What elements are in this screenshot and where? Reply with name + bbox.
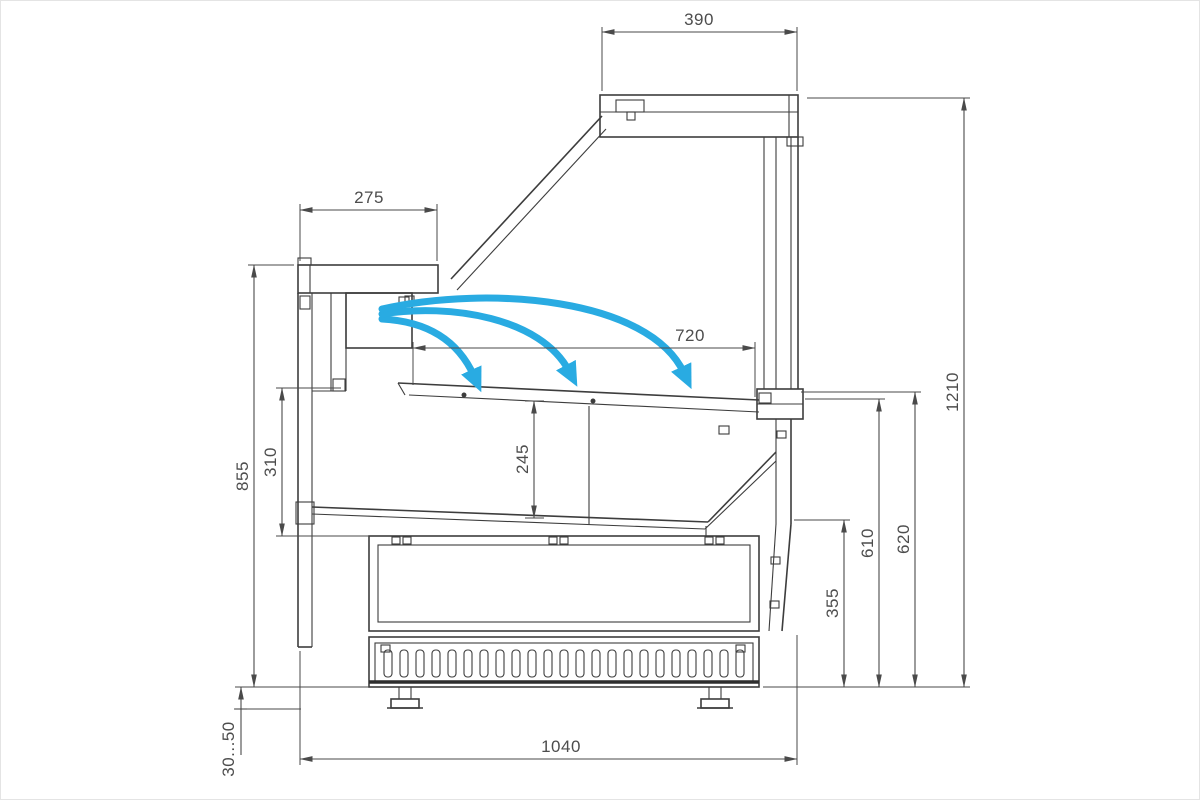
airflow-arrows	[378, 294, 692, 393]
well-bottom-inner	[311, 513, 706, 530]
well-bottom-outer	[311, 506, 709, 523]
worktop-body	[297, 264, 439, 294]
deck-bottom	[408, 394, 760, 413]
fastener-mark	[332, 378, 346, 392]
fastener-mark	[548, 536, 558, 545]
front-chamfer-outer	[707, 451, 777, 523]
dimension-label: 620	[894, 524, 913, 554]
unit-outline	[295, 94, 804, 709]
fastener-mark	[776, 430, 787, 439]
dimension-310: 310	[261, 387, 369, 537]
fastener-mark	[735, 644, 746, 653]
front-chamfer-inner	[704, 460, 777, 530]
deck-left-end	[397, 382, 406, 396]
rear-panel	[295, 293, 315, 648]
foot-left	[387, 687, 423, 709]
foot-base	[390, 698, 420, 709]
body	[311, 406, 777, 536]
dimension-620: 620	[801, 391, 921, 688]
rear-worktop	[297, 257, 439, 294]
front-taper-inner	[768, 523, 777, 632]
dimension-245: 245	[513, 400, 544, 519]
canopy	[599, 94, 804, 147]
rear-latch	[295, 501, 315, 525]
front-rail-detail	[758, 392, 772, 404]
lower-cabinet	[368, 535, 760, 632]
dimension-390: 390	[601, 10, 798, 91]
dimension-label: 355	[823, 588, 842, 618]
fastener-mark	[391, 536, 401, 545]
fastener-mark	[769, 600, 780, 609]
dimension-275: 275	[299, 188, 438, 261]
feet	[387, 687, 733, 709]
glass-outer-line	[450, 115, 603, 280]
fastener-mark	[380, 644, 391, 653]
fastener-mark	[559, 536, 569, 545]
dimension-label: 245	[513, 444, 532, 474]
dimension-label: 275	[354, 188, 384, 207]
deck-top	[397, 382, 760, 401]
dimension-label: 30...50	[219, 721, 238, 777]
cabinet-outer	[368, 535, 760, 632]
dimension-label: 390	[684, 10, 714, 29]
dimension-label: 720	[675, 326, 705, 345]
fastener-mark	[704, 536, 714, 545]
dimension-855: 855	[233, 264, 369, 688]
canopy-clip-screw	[626, 111, 636, 121]
front-glass	[450, 115, 607, 291]
dimension-label: 1210	[943, 372, 962, 412]
dimension-720: 720	[412, 326, 756, 397]
display-deck	[397, 382, 760, 413]
foot-base	[700, 698, 730, 709]
dimension-610: 610	[805, 398, 885, 688]
canopy-clip	[615, 99, 645, 113]
fastener-mark	[718, 425, 730, 435]
glass-inner-line	[456, 128, 607, 291]
dimension-annotations: 390 275 720 1210 855	[219, 10, 970, 777]
fastener-mark	[402, 536, 412, 545]
cabinet-inner	[377, 544, 751, 623]
dimension-label: 310	[261, 447, 280, 477]
front-taper-outer	[781, 523, 792, 632]
dimension-label: 1040	[541, 737, 581, 756]
dimension-1040: 1040	[299, 635, 798, 765]
worktop-step	[297, 257, 312, 266]
grille-slots	[383, 649, 745, 678]
fastener-mark	[299, 295, 311, 310]
dimension-label: 610	[858, 528, 877, 558]
ventilation-grille	[368, 636, 760, 688]
fastener-mark	[715, 536, 725, 545]
canopy-body	[599, 94, 799, 138]
dimension-30-50: 30...50	[219, 686, 301, 777]
canopy-end-cap	[786, 136, 804, 147]
foot-right	[697, 687, 733, 709]
dimension-label: 855	[233, 461, 252, 491]
grille-frame	[368, 636, 760, 688]
airflow-arrow-1	[378, 315, 482, 393]
fastener-mark	[770, 556, 781, 565]
airflow-arrow-2	[378, 307, 578, 387]
front-column	[756, 137, 804, 632]
dimension-355: 355	[794, 519, 850, 688]
deck-dot	[461, 392, 467, 398]
deck-dot	[590, 398, 596, 404]
